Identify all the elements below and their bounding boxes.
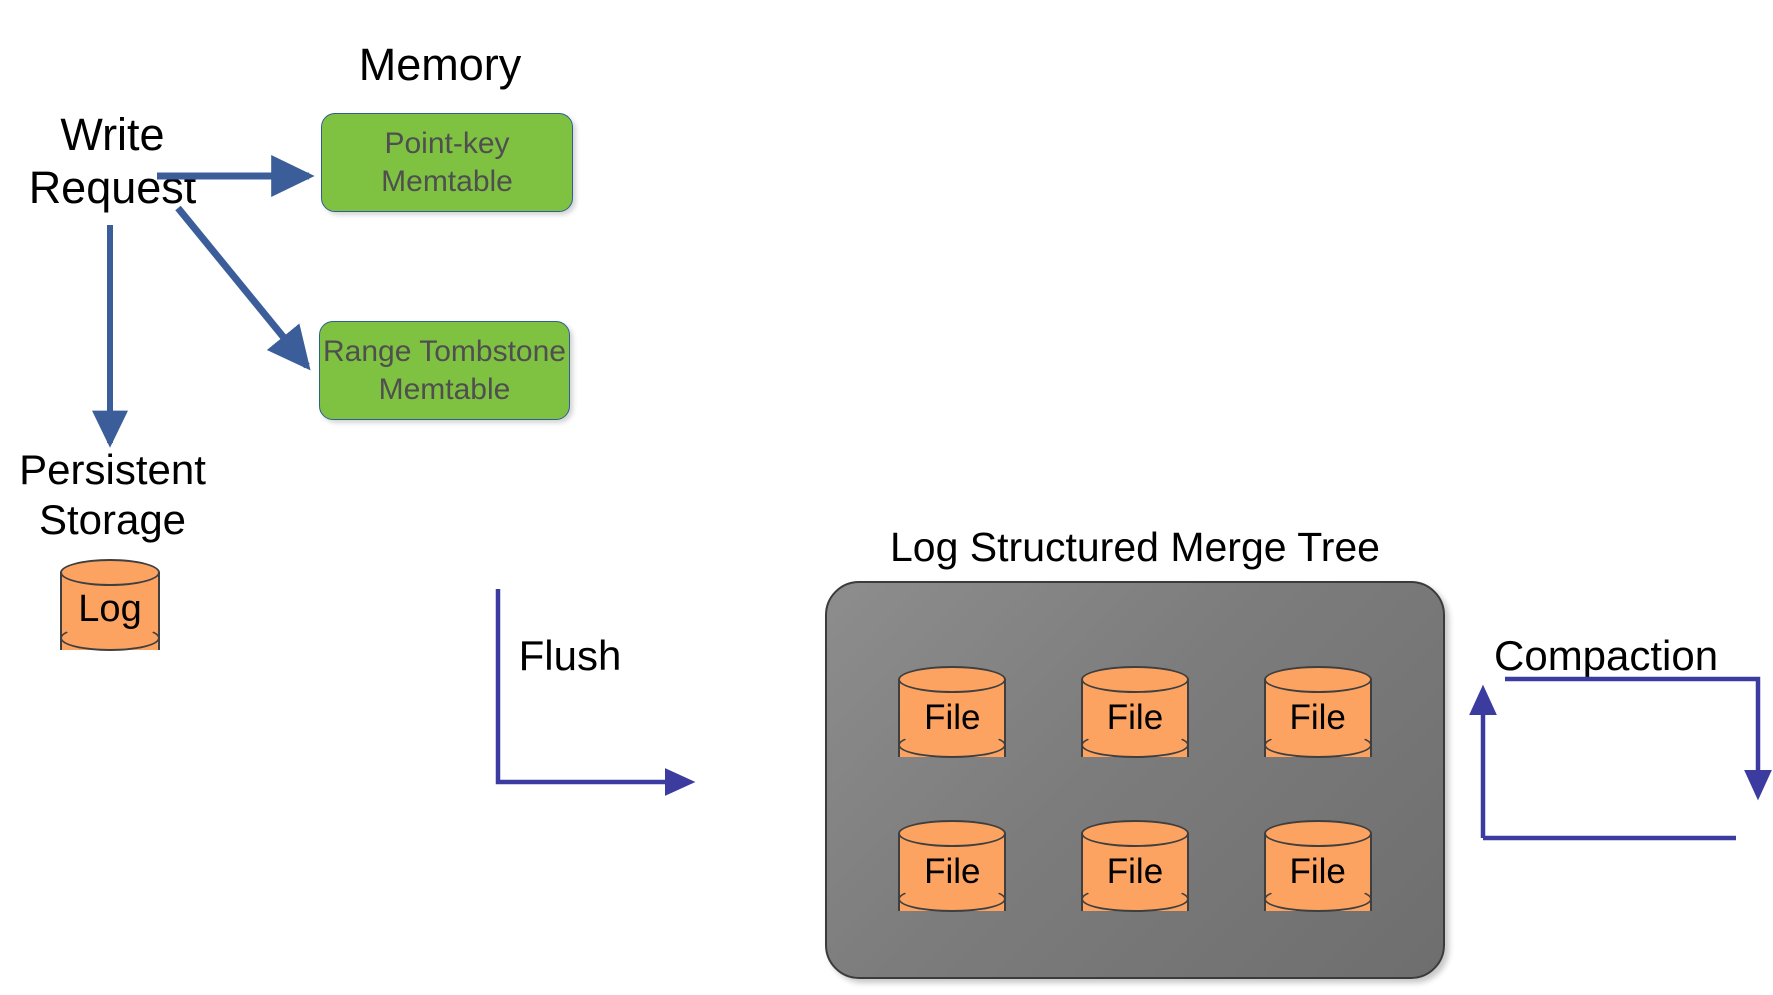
log-cylinder[interactable]: Log (60, 559, 160, 659)
lsm-file-cylinder[interactable]: File (1080, 666, 1189, 770)
cylinder-bottom-icon (1263, 886, 1372, 912)
arrow-compaction-loop-return (1505, 676, 1772, 801)
lsm-file-label: File (1289, 698, 1346, 737)
lsm-tree-title: Log Structured Merge Tree (890, 524, 1380, 570)
log-structured-merge-tree-box[interactable]: File File File File (825, 581, 1445, 979)
cylinder-bottom-icon (1263, 732, 1372, 758)
lsm-file-label: File (924, 698, 981, 737)
cylinder-bottom-icon (1080, 886, 1189, 912)
arrow-write-to-range-tombstone-memtable (175, 205, 311, 371)
compaction-label: Compaction (1494, 632, 1719, 679)
flush-label: Flush (518, 632, 622, 679)
cylinder-top-icon (60, 559, 160, 586)
lsm-file-grid: File File File File (827, 637, 1443, 967)
lsm-file-cylinder[interactable]: File (1263, 666, 1372, 770)
cylinder-bottom-icon (898, 886, 1007, 912)
lsm-file-cylinder[interactable]: File (1080, 820, 1189, 924)
cylinder-top-icon (1263, 666, 1372, 693)
cylinder-bottom-icon (898, 732, 1007, 758)
cylinder-bottom-icon (60, 625, 160, 651)
lsm-file-label: File (1289, 852, 1346, 891)
memory-label: Memory (358, 39, 522, 90)
cylinder-top-icon (898, 666, 1007, 693)
cylinder-top-icon (1080, 666, 1189, 693)
lsm-file-cylinder[interactable]: File (898, 666, 1007, 770)
lsm-file-cylinder[interactable]: File (898, 820, 1007, 924)
cylinder-top-icon (1080, 820, 1189, 847)
lsm-file-label: File (1106, 852, 1164, 891)
cylinder-top-icon (1263, 820, 1372, 847)
cylinder-bottom-icon (1080, 732, 1189, 758)
lsm-file-label: File (924, 852, 981, 891)
arrow-flush-to-lsm (495, 589, 696, 796)
cylinder-top-icon (898, 820, 1007, 847)
lsm-file-label: File (1106, 698, 1164, 737)
lsm-file-cylinder[interactable]: File (1263, 820, 1372, 924)
log-cylinder-label: Log (78, 587, 142, 630)
